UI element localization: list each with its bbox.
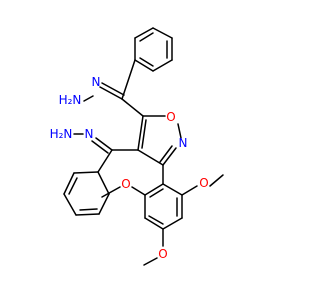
- atom-nh2-top: H₂N: [59, 93, 82, 107]
- molecule-canvas: N H₂N O N N H₂N: [50, 27, 224, 266]
- atom-o-ring: O: [166, 110, 175, 124]
- bond-hydrazone-carbon-to-isoxazole: [121, 98, 144, 117]
- atom-n-top: N: [92, 75, 101, 89]
- atom-n-ring: N: [179, 136, 188, 150]
- methoxy-right: O: [181, 174, 224, 196]
- molecule-structure: N H₂N O N N H₂N: [50, 27, 224, 266]
- methoxy-bottom: O: [143, 228, 168, 266]
- phenyl-ring-top: [134, 27, 173, 72]
- hydrazone-top-group: N H₂N: [59, 75, 125, 107]
- phenyl-ring-bottom: [63, 149, 113, 216]
- bond-phenyl-to-hydrazone-carbon: [121, 59, 136, 100]
- hydrazone-mid-group: N H₂N: [50, 127, 113, 154]
- atom-o-methoxy-right: O: [199, 176, 208, 190]
- isoxazole-ring: O N: [137, 110, 188, 166]
- trimethoxyphenyl-ring: [144, 183, 183, 230]
- atom-nh2-mid: H₂N: [50, 127, 73, 141]
- atom-o-methoxy-left: O: [121, 177, 130, 191]
- atom-o-methoxy-bottom: O: [158, 247, 167, 261]
- methoxy-left: O: [101, 177, 146, 198]
- atom-n-mid: N: [85, 127, 94, 141]
